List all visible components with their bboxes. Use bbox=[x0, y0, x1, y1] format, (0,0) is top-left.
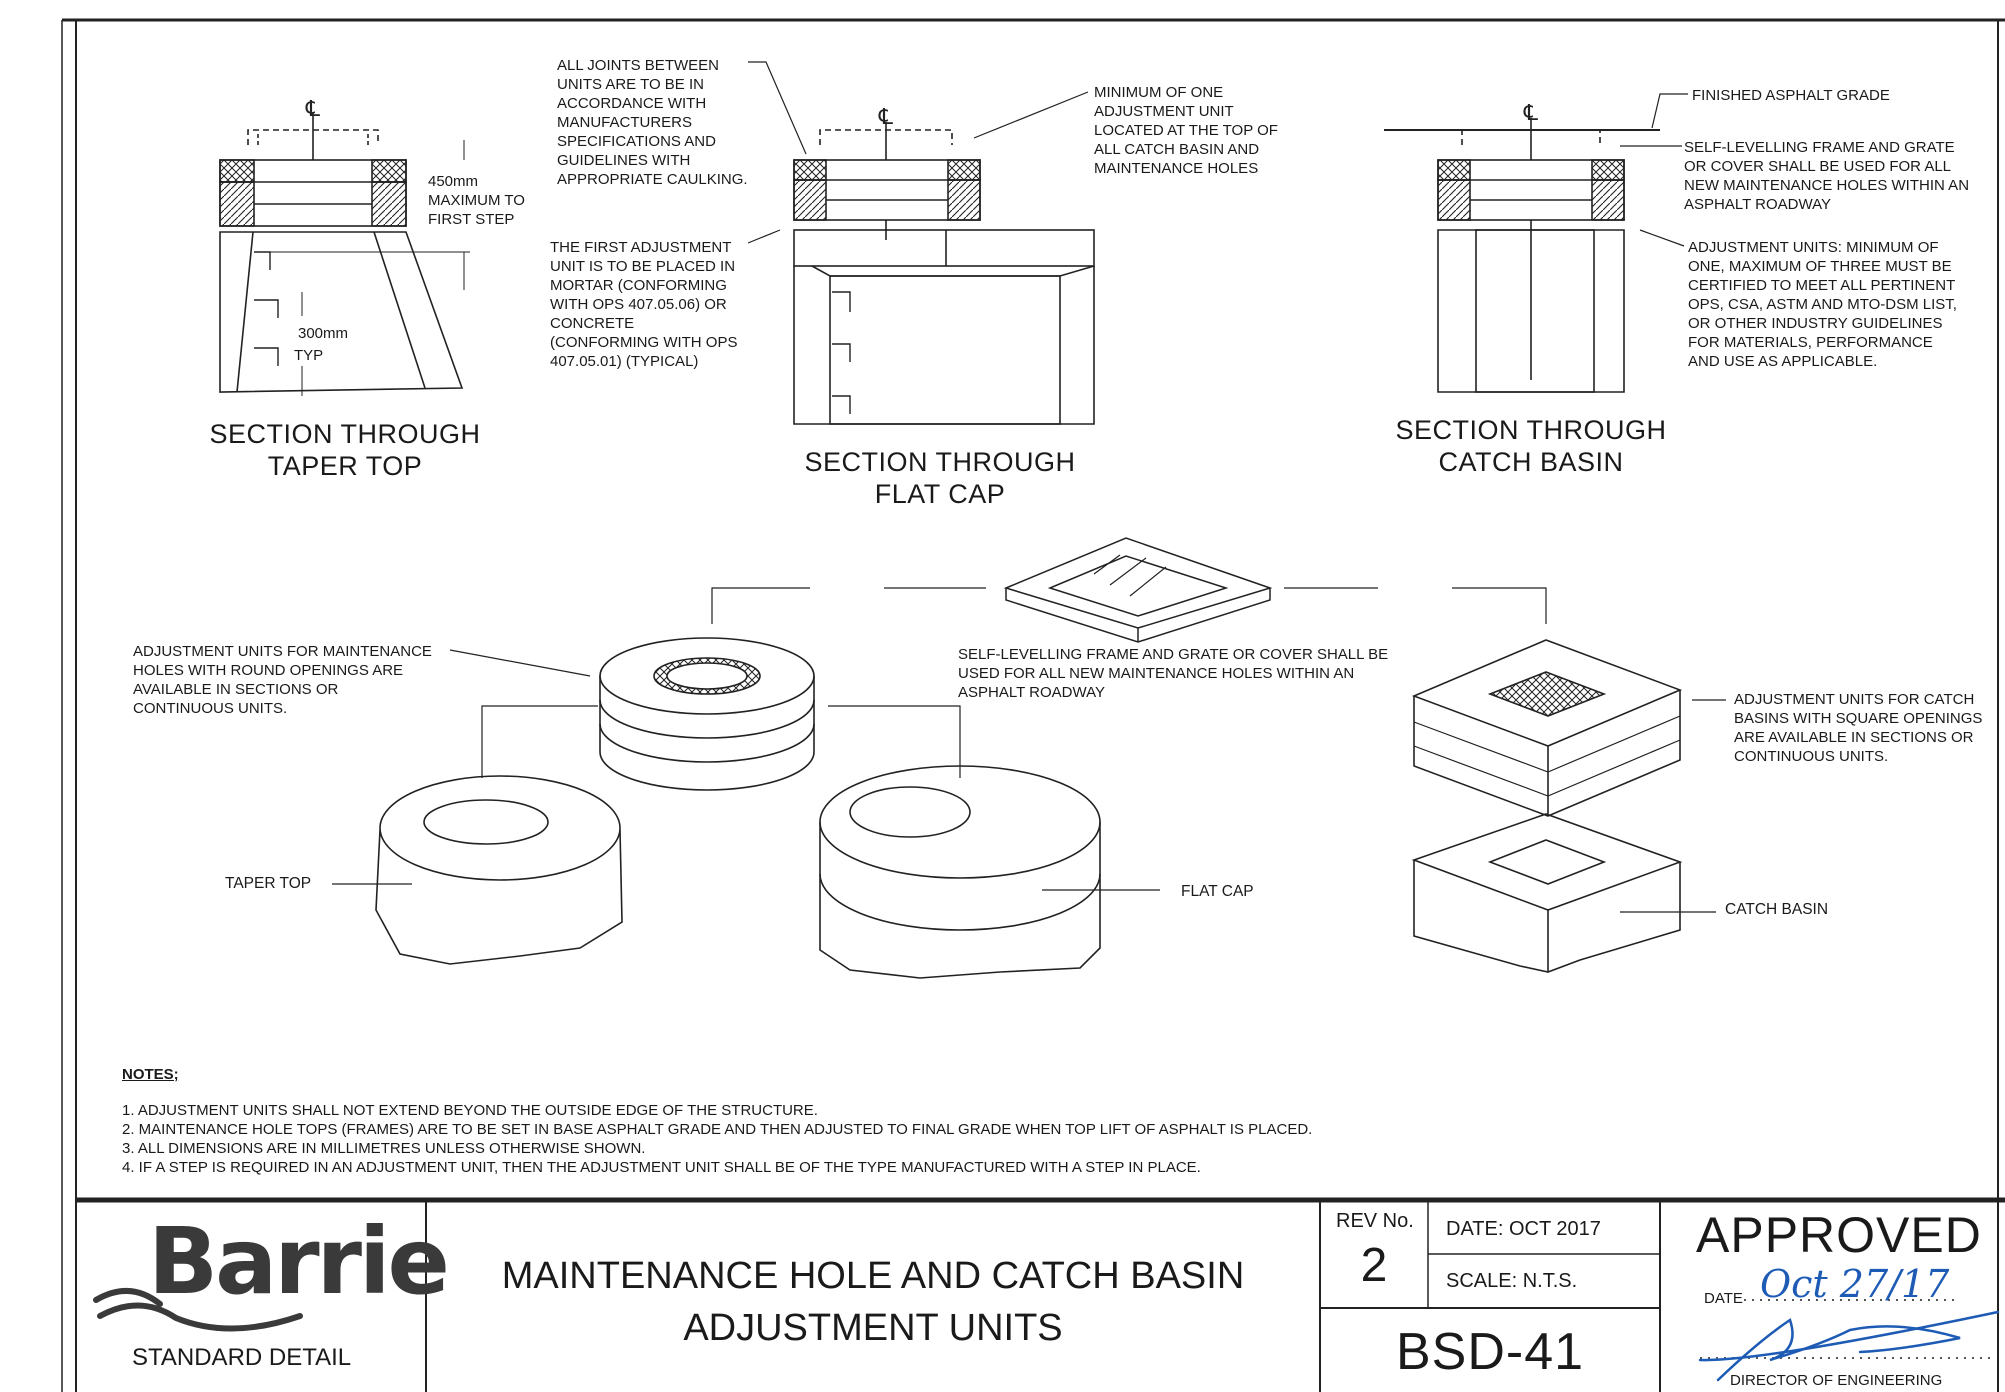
iso-catch-basin bbox=[1411, 813, 1683, 973]
iso-label-leaders bbox=[332, 883, 1716, 913]
catch-basin-section-drawing bbox=[1384, 118, 1660, 393]
catch-basin-note-frame: SELF-LEVELLING FRAME AND GRATE OR COVER … bbox=[1684, 139, 1970, 213]
taper-top-heading: SECTION THROUGH TAPER TOP bbox=[209, 419, 481, 481]
iso-catch-basin-label: CATCH BASIN bbox=[1725, 901, 1829, 918]
catch-basin-heading: SECTION THROUGH CATCH BASIN bbox=[1395, 415, 1667, 477]
taper-top-dim-typ: TYP bbox=[294, 347, 324, 364]
flat-cap-heading: SECTION THROUGH FLAT CAP bbox=[804, 447, 1076, 509]
drawing-title: MAINTENANCE HOLE AND CATCH BASIN ADJUSTM… bbox=[501, 1255, 1245, 1349]
flat-cap-centerline: ℄ bbox=[878, 104, 894, 129]
director-label: DIRECTOR OF ENGINEERING bbox=[1730, 1372, 1943, 1389]
iso-frame-grate bbox=[1003, 537, 1273, 643]
taper-top-dim-300: 300mm bbox=[298, 325, 349, 342]
notes-list: 1. ADJUSTMENT UNITS SHALL NOT EXTEND BEY… bbox=[122, 1101, 1312, 1177]
flat-cap-note-joints: ALL JOINTS BETWEEN UNITS ARE TO BE IN AC… bbox=[557, 57, 748, 188]
iso-arrows bbox=[449, 587, 1726, 778]
taper-top-centerline: ℄ bbox=[305, 96, 321, 121]
note-item: 3. ALL DIMENSIONS ARE IN MILLIMETRES UNL… bbox=[122, 1140, 646, 1157]
iso-flat-cap bbox=[819, 765, 1101, 979]
barrie-logo: Barrie bbox=[148, 1208, 450, 1315]
sheet-border bbox=[61, 18, 2005, 1392]
iso-square-adjustment-unit bbox=[1411, 639, 1683, 817]
section-leaders bbox=[747, 61, 1688, 247]
approval-date-handwritten: Oct 27/17 bbox=[1760, 1262, 1950, 1306]
barrie-logo-swoosh bbox=[93, 1287, 303, 1332]
flat-cap-note-minimum: MINIMUM OF ONE ADJUSTMENT UNIT LOCATED A… bbox=[1094, 84, 1278, 177]
note-item: 1. ADJUSTMENT UNITS SHALL NOT EXTEND BEY… bbox=[122, 1102, 818, 1119]
rev-value: 2 bbox=[1360, 1239, 1388, 1292]
catch-basin-note-grade: FINISHED ASPHALT GRADE bbox=[1692, 87, 1890, 104]
iso-round-adjustment-unit bbox=[599, 637, 815, 791]
note-item: 2. MAINTENANCE HOLE TOPS (FRAMES) ARE TO… bbox=[122, 1121, 1313, 1138]
taper-top-dim-450: 450mm MAXIMUM TO FIRST STEP bbox=[428, 173, 525, 228]
scale-field: SCALE: N.T.S. bbox=[1446, 1270, 1578, 1292]
taper-top-section-drawing bbox=[219, 112, 470, 396]
signature bbox=[1698, 1310, 2000, 1382]
iso-taper-top-label: TAPER TOP bbox=[225, 875, 312, 892]
catch-basin-note-units: ADJUSTMENT UNITS: MINIMUM OF ONE, MAXIMU… bbox=[1688, 239, 1957, 370]
approval-date-label: DATE bbox=[1704, 1290, 1743, 1307]
notes-title: NOTES; bbox=[122, 1066, 179, 1083]
flat-cap-section-drawing bbox=[793, 122, 1095, 425]
approved-label: APPROVED bbox=[1696, 1207, 1982, 1263]
note-item: 4. IF A STEP IS REQUIRED IN AN ADJUSTMEN… bbox=[122, 1159, 1201, 1176]
iso-flat-cap-label: FLAT CAP bbox=[1181, 883, 1254, 900]
catch-basin-centerline: ℄ bbox=[1523, 100, 1539, 125]
standard-detail-label: STANDARD DETAIL bbox=[132, 1344, 352, 1371]
date-field: DATE: OCT 2017 bbox=[1446, 1218, 1601, 1240]
iso-taper-top bbox=[375, 775, 623, 965]
iso-frame-note: SELF-LEVELLING FRAME AND GRATE OR COVER … bbox=[958, 646, 1389, 701]
flat-cap-note-first-unit: THE FIRST ADJUSTMENT UNIT IS TO BE PLACE… bbox=[550, 239, 738, 370]
drawing-number: BSD-41 bbox=[1395, 1323, 1585, 1381]
rev-label: REV No. bbox=[1336, 1210, 1414, 1232]
iso-round-units-note: ADJUSTMENT UNITS FOR MAINTENANCE HOLES W… bbox=[133, 643, 432, 717]
iso-square-units-note: ADJUSTMENT UNITS FOR CATCH BASINS WITH S… bbox=[1734, 691, 1983, 765]
